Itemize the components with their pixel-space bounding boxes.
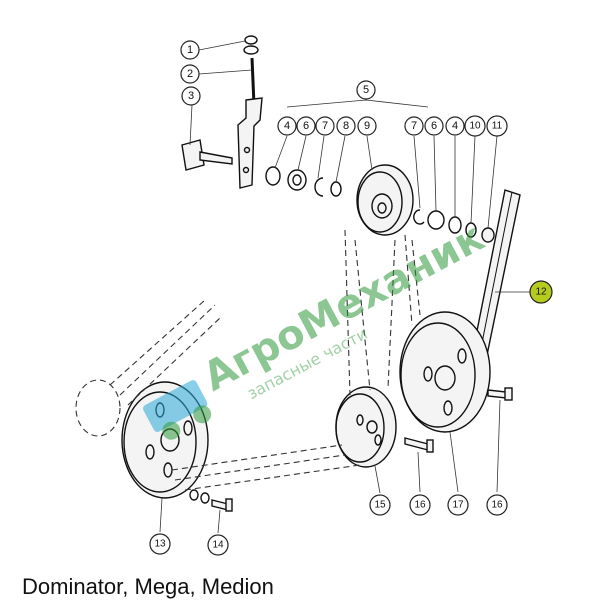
pulley-hub <box>434 365 456 391</box>
callout-4b: 4 <box>445 116 465 136</box>
svg-text:3: 3 <box>188 90 194 102</box>
callout-17: 17 <box>447 494 469 516</box>
bolt-part-16b <box>487 389 507 399</box>
upper-right-bearing-set <box>413 209 495 243</box>
callout-5: 5 <box>356 80 376 100</box>
callout-12-highlighted: 12 <box>529 280 553 304</box>
svg-text:16: 16 <box>491 500 503 511</box>
svg-text:6: 6 <box>431 120 437 132</box>
svg-text:7: 7 <box>411 120 417 132</box>
callout-3: 3 <box>181 86 201 106</box>
pulley-hole <box>443 400 453 416</box>
pulley-hole <box>457 348 467 364</box>
drive-pulley-part-17 <box>399 311 491 433</box>
upper-idler-pulley-part-9 <box>356 164 414 236</box>
callout-10: 10 <box>464 115 486 137</box>
svg-text:16: 16 <box>414 500 426 511</box>
snap-ring-part-7 <box>314 177 324 197</box>
callout-7b: 7 <box>404 116 424 136</box>
bearing-bore <box>292 174 302 186</box>
svg-text:6: 6 <box>303 120 309 132</box>
callout-16b: 16 <box>486 494 508 516</box>
pulley-hole <box>374 434 382 446</box>
svg-text:15: 15 <box>374 500 386 511</box>
svg-text:2: 2 <box>187 68 193 80</box>
threaded-rod-part-2 <box>250 57 256 106</box>
pulley-hub <box>366 420 378 434</box>
pulley-groove <box>123 391 197 493</box>
bearing-part-6b <box>427 210 445 230</box>
callout-7: 7 <box>315 116 335 136</box>
pulley-part-15 <box>335 386 397 468</box>
upper-left-bearing-set <box>265 166 342 197</box>
svg-text:5: 5 <box>363 84 369 96</box>
callout-6b: 6 <box>424 116 444 136</box>
model-caption: Dominator, Mega, Medion <box>22 574 274 599</box>
callout-6: 6 <box>296 116 316 136</box>
svg-text:17: 17 <box>452 500 464 511</box>
callout-14: 14 <box>207 534 229 556</box>
svg-text:4: 4 <box>284 120 290 132</box>
tensioner-bracket-assembly <box>181 35 263 189</box>
pulley-groove <box>357 171 403 233</box>
washer-part-1 <box>243 45 259 55</box>
callout-8: 8 <box>336 116 356 136</box>
leader-lines <box>159 40 530 534</box>
svg-text:9: 9 <box>364 120 370 132</box>
nut-part-1 <box>244 35 258 45</box>
svg-text:8: 8 <box>343 120 349 132</box>
washer-part-4 <box>265 166 281 186</box>
callout-15: 15 <box>369 494 391 516</box>
svg-text:14: 14 <box>212 540 224 551</box>
callout-11: 11 <box>486 115 508 137</box>
callout-2: 2 <box>180 64 200 84</box>
bracket-hole <box>243 146 251 154</box>
bearing-part-6 <box>287 169 307 191</box>
svg-text:1: 1 <box>187 44 193 56</box>
t-bolt-head-part-3 <box>181 139 205 171</box>
pulley-groove <box>335 393 385 463</box>
callout-4: 4 <box>277 116 297 136</box>
bolt-part-16a <box>404 437 429 451</box>
bracket-plate <box>237 97 263 189</box>
svg-text:12: 12 <box>535 287 547 298</box>
pulley-groove <box>400 322 476 428</box>
pulley-hole <box>423 366 433 382</box>
callout-16a: 16 <box>409 494 431 516</box>
t-bolt-shank-part-3 <box>199 151 233 165</box>
svg-text:7: 7 <box>322 120 328 132</box>
svg-text:4: 4 <box>452 120 458 132</box>
svg-text:13: 13 <box>154 539 166 550</box>
callout-9: 9 <box>357 116 377 136</box>
snap-ring-part-7b <box>413 209 425 225</box>
spacer-part-8 <box>330 181 342 197</box>
callout-1: 1 <box>180 40 200 60</box>
pulley-hole <box>183 420 193 436</box>
pulley-hole <box>145 444 155 460</box>
belt-routing-dashed <box>171 229 421 491</box>
shaft-outline-dashed <box>75 299 221 437</box>
pulley-bore <box>377 202 387 214</box>
nut-part-14 <box>189 489 199 501</box>
pulley-hole <box>356 414 364 426</box>
tractor-logo-icon <box>143 380 208 432</box>
bracket-hole <box>242 166 250 174</box>
washer-part-14 <box>200 492 210 504</box>
svg-text:10: 10 <box>469 121 481 132</box>
bolts <box>189 387 513 512</box>
svg-text:11: 11 <box>492 121 503 132</box>
pulley-rim <box>399 311 491 433</box>
callout-13: 13 <box>149 533 171 555</box>
pulley-hub <box>371 193 393 219</box>
